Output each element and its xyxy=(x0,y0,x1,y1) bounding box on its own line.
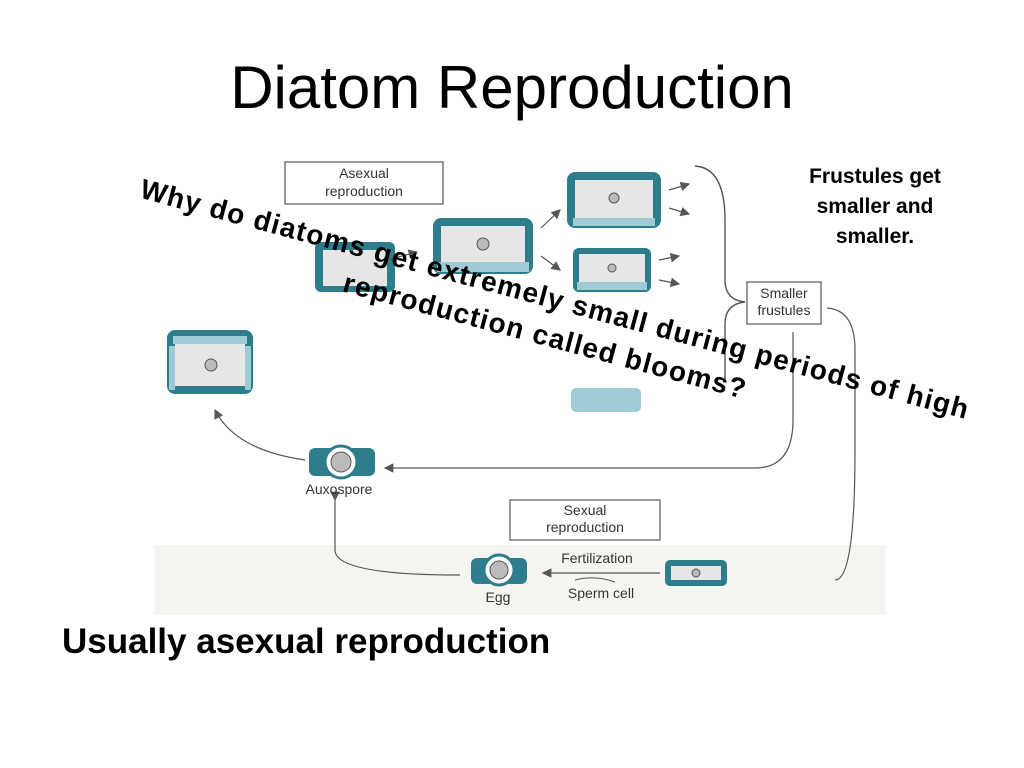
frustule-top-right xyxy=(567,172,661,228)
frustule-lower xyxy=(571,388,641,412)
frustule-middle xyxy=(433,218,533,274)
frustule-left-large xyxy=(167,330,253,394)
asexual-label-line2: reproduction xyxy=(325,183,403,199)
smaller-label-line2: frustules xyxy=(758,302,811,318)
sperm-cell-icon xyxy=(574,577,616,583)
egg-label: Egg xyxy=(486,589,511,605)
diatom-reproduction-diagram: Asexual reproduction xyxy=(155,150,885,615)
sperm-label: Sperm cell xyxy=(568,585,634,601)
fertilization-label: Fertilization xyxy=(561,550,633,566)
smaller-frustules-box: Smaller frustules xyxy=(746,281,822,325)
side-note: Frustules get smaller and smaller. xyxy=(809,165,941,248)
bottom-caption: Usually asexual reproduction xyxy=(62,622,551,661)
diagram-svg: Asexual reproduction xyxy=(155,161,885,615)
auxospore-cell: Auxospore xyxy=(306,444,375,497)
asexual-label-line1: Asexual xyxy=(339,165,389,181)
sexual-label-line1: Sexual xyxy=(564,502,607,518)
asexual-reproduction-box: Asexual reproduction xyxy=(284,161,444,205)
sexual-reproduction-box: Sexual reproduction xyxy=(509,499,661,541)
frustule-parent xyxy=(315,242,395,292)
frustule-small-parent xyxy=(665,560,727,586)
sexual-label-line2: reproduction xyxy=(546,519,624,535)
auxospore-label: Auxospore xyxy=(306,481,373,497)
asexual-arrows xyxy=(386,165,746,380)
cycle-arrows xyxy=(214,307,856,581)
frustule-right-small xyxy=(573,248,651,292)
smaller-label-line1: Smaller xyxy=(760,285,808,301)
slide-title: Diatom Reproduction xyxy=(230,54,794,121)
egg-cell: Egg xyxy=(471,553,527,605)
